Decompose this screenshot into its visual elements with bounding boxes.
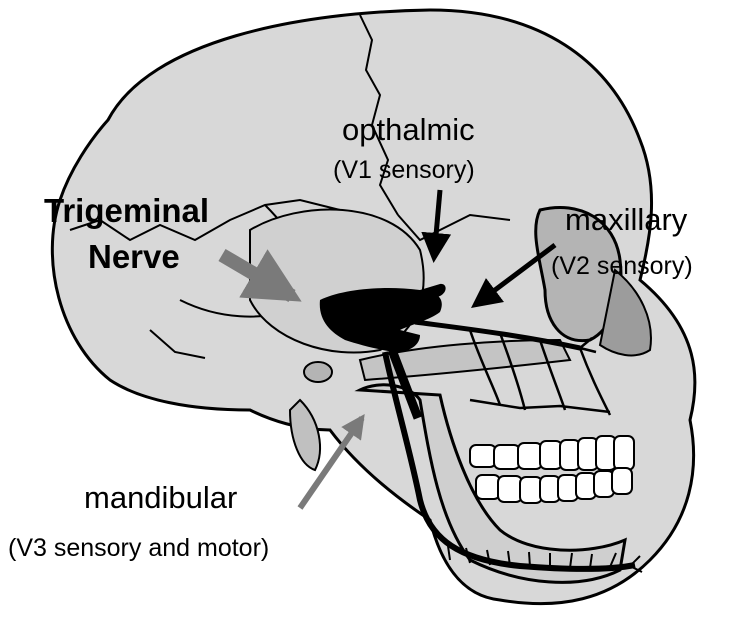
maxillary-label: maxillary xyxy=(565,202,688,237)
title-line-1: Trigeminal xyxy=(44,192,209,229)
mandibular-label: mandibular xyxy=(84,480,237,515)
ophthalmic-label: opthalmic xyxy=(342,112,475,147)
ear-canal xyxy=(304,362,332,382)
mandibular-desc: (V3 sensory and motor) xyxy=(8,534,269,562)
maxillary-desc: (V2 sensory) xyxy=(551,252,693,280)
ophthalmic-desc: (V1 sensory) xyxy=(333,156,475,184)
title-line-2: Nerve xyxy=(88,238,180,275)
